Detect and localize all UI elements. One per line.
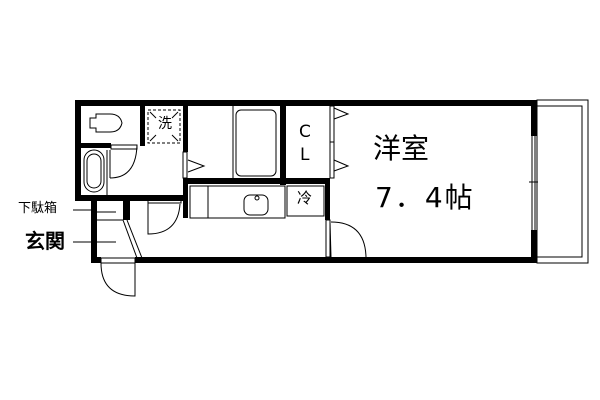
entrance-label: 玄関 [25, 229, 65, 253]
walls [75, 100, 537, 263]
closet-label-l: L [300, 145, 310, 165]
fixtures [73, 99, 589, 297]
room-size-label: 7．4帖 [375, 181, 475, 214]
shoe-box-label: 下駄箱 [18, 201, 58, 216]
fridge-label: 冷 [297, 189, 313, 207]
room-name-label: 洋室 [373, 132, 430, 165]
washer-label: 洗 [158, 116, 172, 132]
closet-label-c: C [299, 122, 311, 142]
